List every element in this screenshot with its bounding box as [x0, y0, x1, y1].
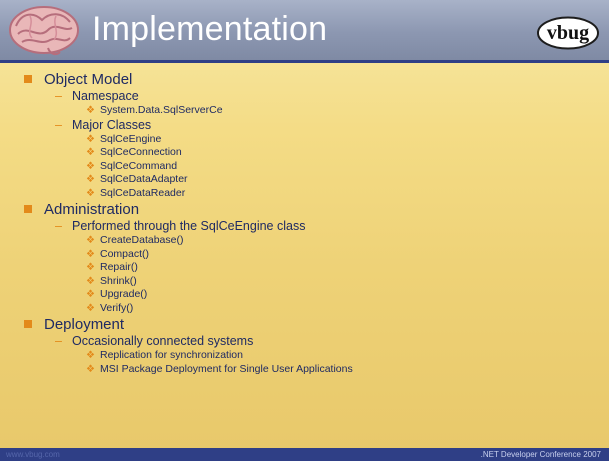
list-item: ❖ MSI Package Deployment for Single User … [22, 363, 602, 377]
sub-bullet-performed-through: – Performed through the SqlCeEngine clas… [22, 219, 602, 234]
list-item-text: SqlCeDataAdapter [100, 173, 188, 185]
list-item: ❖ Shrink() [22, 275, 602, 289]
dash-bullet-icon: – [55, 89, 62, 103]
list-item: ❖ Repair() [22, 261, 602, 275]
list-item-text: MSI Package Deployment for Single User A… [100, 362, 353, 375]
diamond-bullet-icon: ❖ [86, 174, 95, 185]
sub-bullet-text: Major Classes [72, 117, 152, 132]
sub-bullet-occasionally-connected: – Occasionally connected systems [22, 334, 602, 349]
list-item-text: System.Data.SqlServerCe [100, 104, 223, 116]
diamond-bullet-icon: ❖ [86, 160, 95, 172]
bullet-text: Deployment [44, 316, 125, 333]
diamond-bullet-icon: ❖ [86, 105, 95, 116]
list-item: ❖ Upgrade() [22, 288, 602, 302]
dash-bullet-icon: – [55, 334, 62, 348]
dash-bullet-icon: – [55, 117, 62, 132]
list-item-text: CreateDatabase() [100, 234, 184, 246]
diamond-bullet-icon: ❖ [86, 133, 95, 145]
title-bar: Implementation vbug [0, 0, 609, 60]
sub-bullet-text: Namespace [72, 89, 139, 103]
vbug-logo-text: vbug [547, 22, 589, 44]
vbug-logo: vbug [537, 16, 599, 50]
list-item-text: SqlCeConnection [100, 146, 182, 158]
list-item-text: Replication for synchronization [100, 349, 243, 361]
footer-bar: www.vbug.com .NET Developer Conference 2… [0, 448, 609, 461]
diamond-bullet-icon: ❖ [86, 289, 95, 300]
list-item: ❖ SqlCeEngine [22, 133, 602, 147]
brain-icon [9, 6, 79, 56]
diamond-bullet-icon: ❖ [86, 363, 95, 375]
diamond-bullet-icon: ❖ [86, 248, 95, 260]
diamond-bullet-icon: ❖ [86, 302, 95, 314]
list-item-text: Verify() [100, 301, 134, 314]
sub-bullet-text: Occasionally connected systems [72, 334, 254, 348]
diamond-bullet-icon: ❖ [86, 147, 95, 158]
list-item-text: SqlCeCommand [100, 159, 178, 172]
diamond-bullet-icon: ❖ [86, 235, 95, 246]
list-item: ❖ SqlCeDataReader [22, 187, 602, 201]
list-item: ❖ System.Data.SqlServerCe [22, 104, 602, 118]
square-bullet-icon [24, 205, 32, 213]
list-item-text: Shrink() [100, 274, 137, 287]
sub-bullet-major-classes: – Major Classes [22, 118, 602, 133]
list-item: ❖ Verify() [22, 302, 602, 316]
list-item: ❖ Replication for synchronization [22, 349, 602, 363]
square-bullet-icon [24, 75, 32, 83]
bullet-text: Administration [44, 201, 140, 218]
slide-title: Implementation [92, 10, 328, 48]
list-item: ❖ SqlCeConnection [22, 146, 602, 160]
diamond-bullet-icon: ❖ [86, 187, 95, 199]
list-item-text: Upgrade() [100, 288, 148, 300]
list-item-text: Repair() [100, 261, 138, 273]
title-rule [0, 60, 609, 63]
list-item: ❖ SqlCeDataAdapter [22, 173, 602, 187]
list-item-text: SqlCeEngine [100, 132, 162, 145]
bullet-administration: Administration [22, 200, 602, 219]
diamond-bullet-icon: ❖ [86, 262, 95, 273]
list-item-text: Compact() [100, 247, 150, 260]
diamond-bullet-icon: ❖ [86, 275, 95, 287]
list-item: ❖ SqlCeCommand [22, 160, 602, 174]
square-bullet-icon [24, 320, 32, 328]
list-item-text: SqlCeDataReader [100, 186, 186, 199]
footer-conference-label: .NET Developer Conference 2007 [480, 450, 601, 459]
bullet-text: Object Model [44, 71, 133, 88]
diamond-bullet-icon: ❖ [86, 350, 95, 361]
list-item: ❖ Compact() [22, 248, 602, 262]
slide-content: Object Model – Namespace ❖ System.Data.Sq… [22, 70, 602, 376]
bullet-deployment: Deployment [22, 315, 602, 334]
footer-link[interactable]: www.vbug.com [6, 450, 60, 459]
bullet-object-model: Object Model [22, 70, 602, 89]
dash-bullet-icon: – [55, 219, 62, 233]
sub-bullet-namespace: – Namespace [22, 89, 602, 104]
list-item: ❖ CreateDatabase() [22, 234, 602, 248]
sub-bullet-text: Performed through the SqlCeEngine class [72, 219, 306, 233]
